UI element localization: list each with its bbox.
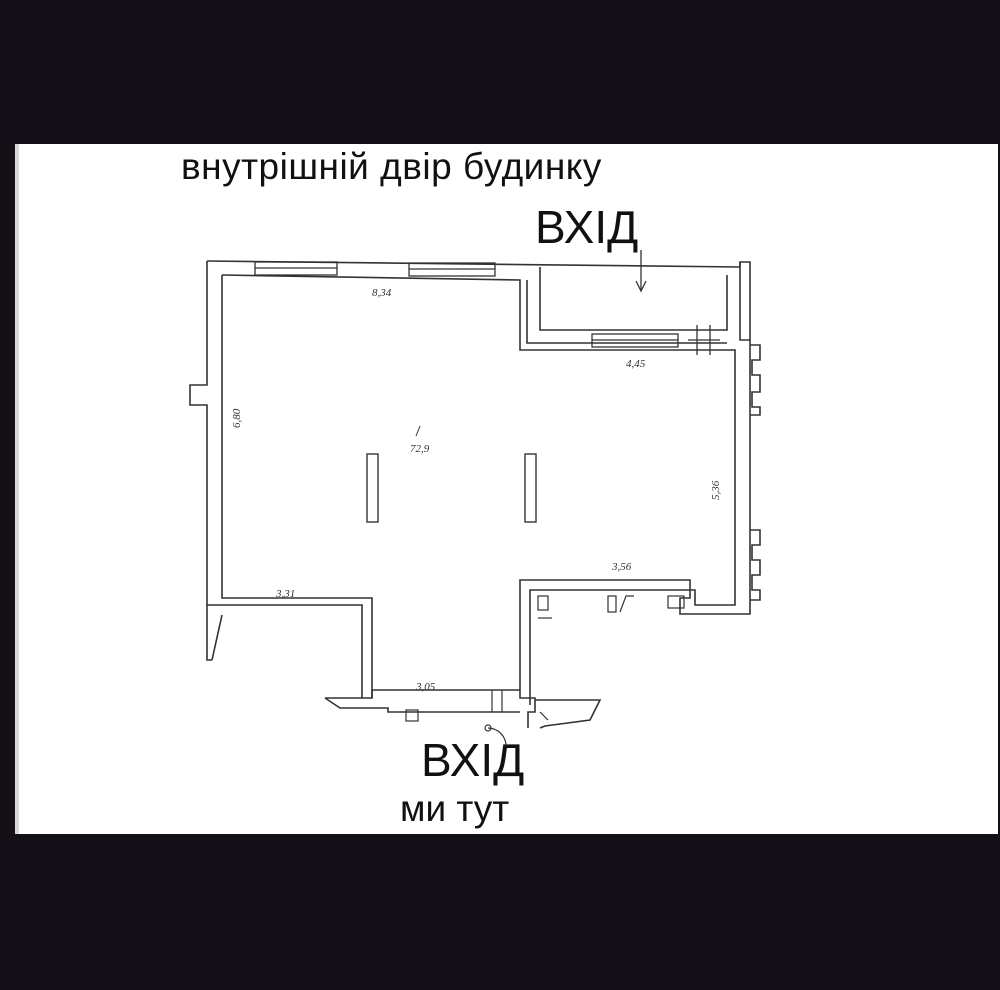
bottom-wall-outer (324, 697, 520, 713)
area-tick (415, 425, 421, 437)
dim-right: 5,36 (710, 480, 722, 500)
left-lower-wall (207, 604, 363, 698)
door-swing (487, 727, 507, 747)
dim-left-lower: 3,31 (275, 588, 295, 600)
column-left (366, 453, 379, 523)
outer-wall (206, 260, 751, 728)
sheet-edge (15, 144, 19, 834)
plan-sheet (15, 144, 998, 834)
column-right (524, 453, 537, 523)
right-wall-notches-lower (750, 529, 761, 601)
left-wall-inner (221, 275, 373, 698)
entrance-bottom-label: ВХІД (421, 734, 525, 786)
fixture (537, 595, 549, 611)
right-wall-notches (750, 344, 761, 416)
bottom-right-annex (535, 699, 602, 729)
fixture (667, 595, 685, 609)
inner-wall-outline (221, 274, 736, 705)
bottom-wall (325, 689, 520, 699)
fixture (405, 709, 419, 722)
dim-right-lower: 3,56 (611, 561, 632, 573)
dim-left: 6,80 (231, 408, 243, 428)
dim-right-upper: 4,45 (626, 358, 646, 370)
annex-wall (539, 267, 728, 331)
right-outer-line (739, 262, 750, 341)
fixture (607, 595, 617, 613)
left-lower-step (211, 614, 223, 661)
room-area: 72,9 (410, 443, 430, 455)
left-wall (189, 261, 212, 661)
dim-top: 8,34 (372, 287, 392, 299)
annex-wall-inner (526, 280, 727, 344)
entrance-top-label: ВХІД (535, 201, 639, 253)
we-are-here-label: ми тут (400, 788, 510, 829)
dim-bottom: 3,05 (415, 681, 436, 693)
courtyard-label: внутрішній двір будинку (181, 146, 602, 187)
